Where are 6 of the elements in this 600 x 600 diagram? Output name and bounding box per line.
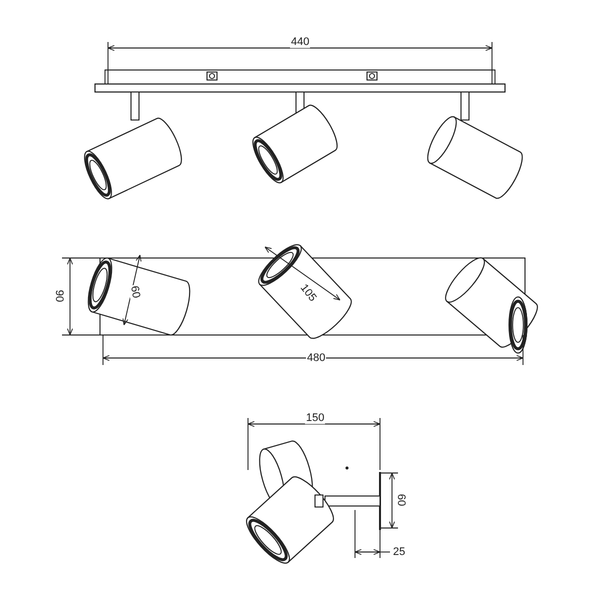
dimension-label: 150 (305, 412, 326, 424)
dimension-label: 90 (53, 288, 66, 304)
dimension-label: 60 (395, 492, 408, 508)
dimension-label: 480 (306, 352, 326, 364)
dimension-label: 25 (392, 546, 406, 558)
dimension-label: 440 (290, 36, 310, 48)
